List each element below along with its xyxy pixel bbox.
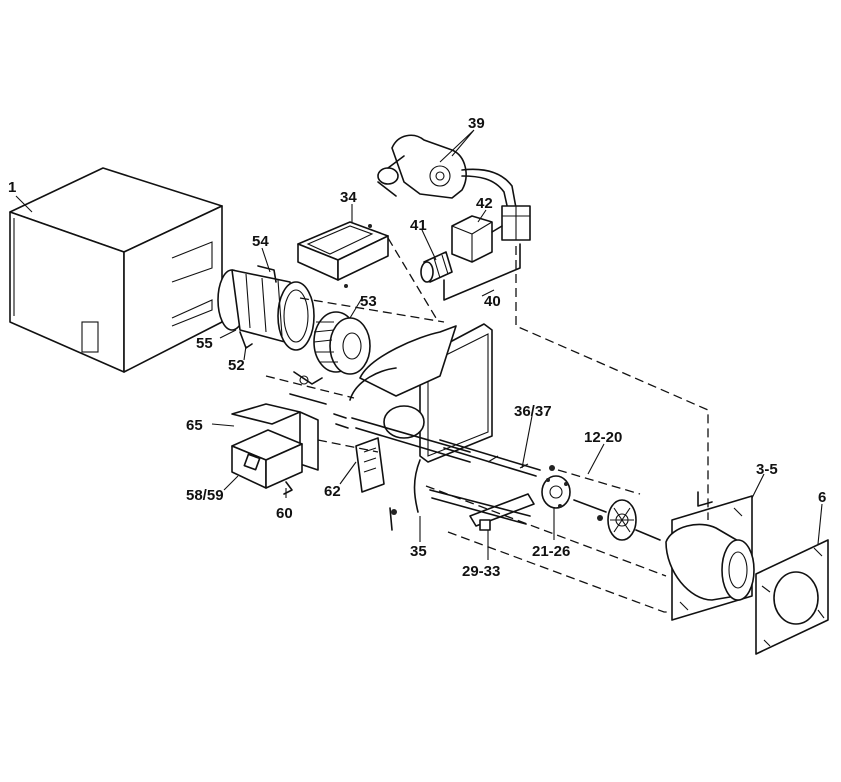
part-39-fuel-pump: [377, 134, 517, 211]
callout-52: 52: [228, 357, 245, 374]
part-41-nozzle-fitting: [420, 251, 453, 283]
callout-1: 1: [8, 179, 16, 196]
part-12-20-turbulator: [573, 499, 661, 541]
part-65-bracket: [231, 403, 319, 471]
callout-55: 55: [196, 335, 213, 352]
callout-41: 41: [410, 217, 427, 234]
part-1-cover: [9, 167, 223, 373]
callout-34: 34: [340, 189, 357, 206]
part-53-blower-wheel: [313, 311, 371, 375]
callout-65: 65: [186, 417, 203, 434]
callout-39: 39: [468, 115, 485, 132]
part-54-blower-housing: [217, 265, 315, 351]
part-29-33-draw-assembly: [429, 489, 535, 531]
part-40-bracket: [443, 243, 521, 301]
part-6-gasket: [755, 539, 829, 655]
part-42-solenoid-valve: [451, 205, 531, 263]
callout-labels: 1 39 34 42 41 54 53 40 55 52 65 36/37 12…: [8, 115, 826, 580]
callout-3-5: 3-5: [756, 461, 778, 478]
callout-53: 53: [360, 293, 377, 310]
callout-60: 60: [276, 505, 293, 522]
callout-42: 42: [476, 195, 493, 212]
callout-29-33: 29-33: [462, 563, 500, 580]
leader-lines: [15, 129, 823, 560]
part-35-cable: [389, 459, 421, 531]
part-3-5-air-tube-flange: [665, 491, 755, 621]
callout-36-37: 36/37: [514, 403, 552, 420]
part-34-transformer: [297, 221, 389, 288]
callout-58-59: 58/59: [186, 487, 224, 504]
callout-40: 40: [484, 293, 501, 310]
part-62-terminal: [289, 371, 349, 429]
assembly-guide-lines: [265, 237, 709, 613]
part-60-cad-cell: [283, 481, 293, 495]
callout-21-26: 21-26: [532, 543, 570, 560]
part-52-screw: [239, 331, 253, 349]
part-21-26-nozzle-adapter: [541, 475, 571, 509]
part-58-59-primary-control: [231, 429, 303, 489]
part-36-37-electrodes: [439, 439, 555, 477]
callout-35: 35: [410, 543, 427, 560]
callout-54: 54: [252, 233, 269, 250]
burner-body: [349, 323, 493, 493]
callout-62: 62: [324, 483, 341, 500]
callout-6: 6: [818, 489, 826, 506]
callout-12-20: 12-20: [584, 429, 622, 446]
